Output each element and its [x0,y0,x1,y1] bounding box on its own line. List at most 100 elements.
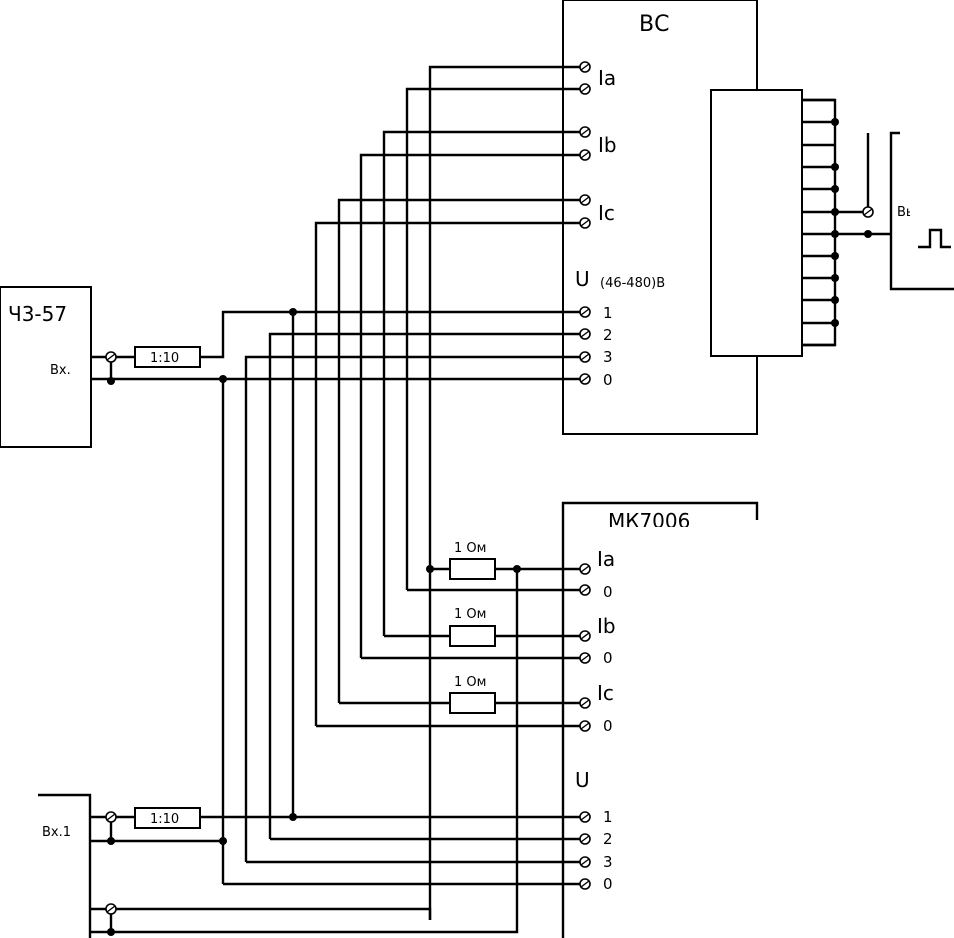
ch-title: Ч3-57 [8,302,67,326]
left-bottom-frame [38,793,92,938]
bc-ic-in-wire [337,198,585,703]
terminal-slot-0 [580,63,590,71]
bc-ic-out-wire [314,221,585,726]
out-bus-1 [802,98,837,347]
junction-dot-13 [831,230,839,238]
bc-ia-label: Ia [598,66,616,90]
top-u-terminal-1: 1 [603,304,613,322]
top-u-terminal-2: 2 [603,326,613,344]
junction-dot-16 [831,296,839,304]
out-frame [889,131,954,291]
bc-u1-wire [200,310,585,359]
bottom-u-terminal-labels: 1 2 3 0 [603,808,613,893]
terminal-slot-13 [580,654,590,662]
terminal-screws [105,61,874,915]
terminal-slot-8 [580,353,590,361]
terminal-slot-23 [863,208,873,216]
bc-block: ВС Ia Ib Ic U (46-480)В [562,0,803,435]
terminal-slot-17 [580,835,590,843]
resistor-1-body [449,558,496,580]
junction-dot-15 [831,274,839,282]
junction-dot-7 [513,565,521,573]
junction-dots [107,118,872,936]
divider-top-label: 1:10 [150,351,179,366]
resistor-1-label: 1 Ом [454,541,486,556]
lower-block: МК7006 Ia Ib Ic U [561,501,759,938]
terminal-slot-19 [580,880,590,888]
junction-dot-17 [831,319,839,327]
bc-title: ВС [639,12,669,37]
bc-voltage-range: (46-480)В [600,276,665,291]
p1-signal-wire [90,907,432,920]
bottom-u-terminal-3: 3 [603,853,613,871]
bottom-u-terminal-1: 1 [603,808,613,826]
top-u-terminal-labels: 1 2 3 0 [603,304,613,389]
junction-dot-8 [107,928,115,936]
out-block: Вых [889,131,954,291]
terminal-slot-5 [580,219,590,227]
out-label-mask [910,204,954,218]
terminal-slot-12 [580,632,590,640]
resistor-1: 1 Ом [449,541,496,580]
junction-dot-0 [289,308,297,316]
junction-dot-4 [219,837,227,845]
left-bottom-input-label: Вх.1 [42,825,71,840]
bottom-u-terminal-0: 0 [603,875,613,893]
wires [90,65,891,934]
bottom-u-terminal-2: 2 [603,830,613,848]
resistor-3-label: 1 Ом [454,675,486,690]
resistor-3-body [449,692,496,714]
junction-dot-1 [219,375,227,383]
junction-dot-11 [831,185,839,193]
terminal-slot-9 [580,375,590,383]
terminal-slot-22 [106,905,116,913]
ch-block: Ч3-57 Вх. [0,286,92,448]
top-u-terminal-0: 0 [603,371,613,389]
lower-u-label: U [575,768,590,792]
lower-ic-label: Ic [597,681,614,705]
lower-frame [561,501,759,938]
terminal-slot-10 [580,565,590,573]
ch-input-label: Вх. [50,363,71,378]
left-bottom-block: Вх.1 Р1 [30,793,92,938]
junction-dot-10 [831,163,839,171]
terminal-slot-18 [580,858,590,866]
resistor-2: 1 Ом [449,607,496,647]
junction-dot-18 [864,230,872,238]
bc-inner-module [710,89,803,357]
junction-dot-6 [426,565,434,573]
terminal-slot-11 [580,586,590,594]
terminal-slot-14 [580,699,590,707]
bc-ia-in-wire [428,65,585,920]
ch-frame [0,286,92,448]
bc-ic-label: Ic [598,201,615,225]
junction-dot-9 [831,118,839,126]
left-bottom-mask [30,866,60,884]
bc-ib-out-wire [359,153,585,658]
terminal-slot-15 [580,722,590,730]
lower-zero-c: 0 [603,717,613,735]
lower-zero-b: 0 [603,649,613,667]
terminal-slot-2 [580,128,590,136]
junction-dot-2 [107,377,115,385]
terminal-slot-21 [106,813,116,821]
top-u-terminal-3: 3 [603,348,613,366]
resistor-3: 1 Ом [449,675,496,714]
bc-u-label: U [575,267,590,291]
bc-ib-label: Ib [598,133,617,157]
resistor-2-label: 1 Ом [454,607,486,622]
resistor-2-body [449,625,496,647]
terminal-slot-16 [580,813,590,821]
pulse-icon [918,228,951,249]
junction-dot-12 [831,208,839,216]
lower-ia-label: Ia [597,547,615,571]
lower-zero-a: 0 [603,583,613,601]
p1-ground-wire [90,569,519,934]
terminal-slot-1 [580,85,590,93]
out-bus-2 [835,133,870,214]
bc-u2-wire [268,332,585,839]
divider-bottom-label: 1:10 [150,812,179,827]
lower-zero-labels: 0 0 0 [603,583,613,735]
lower-ib-label: Ib [597,614,616,638]
